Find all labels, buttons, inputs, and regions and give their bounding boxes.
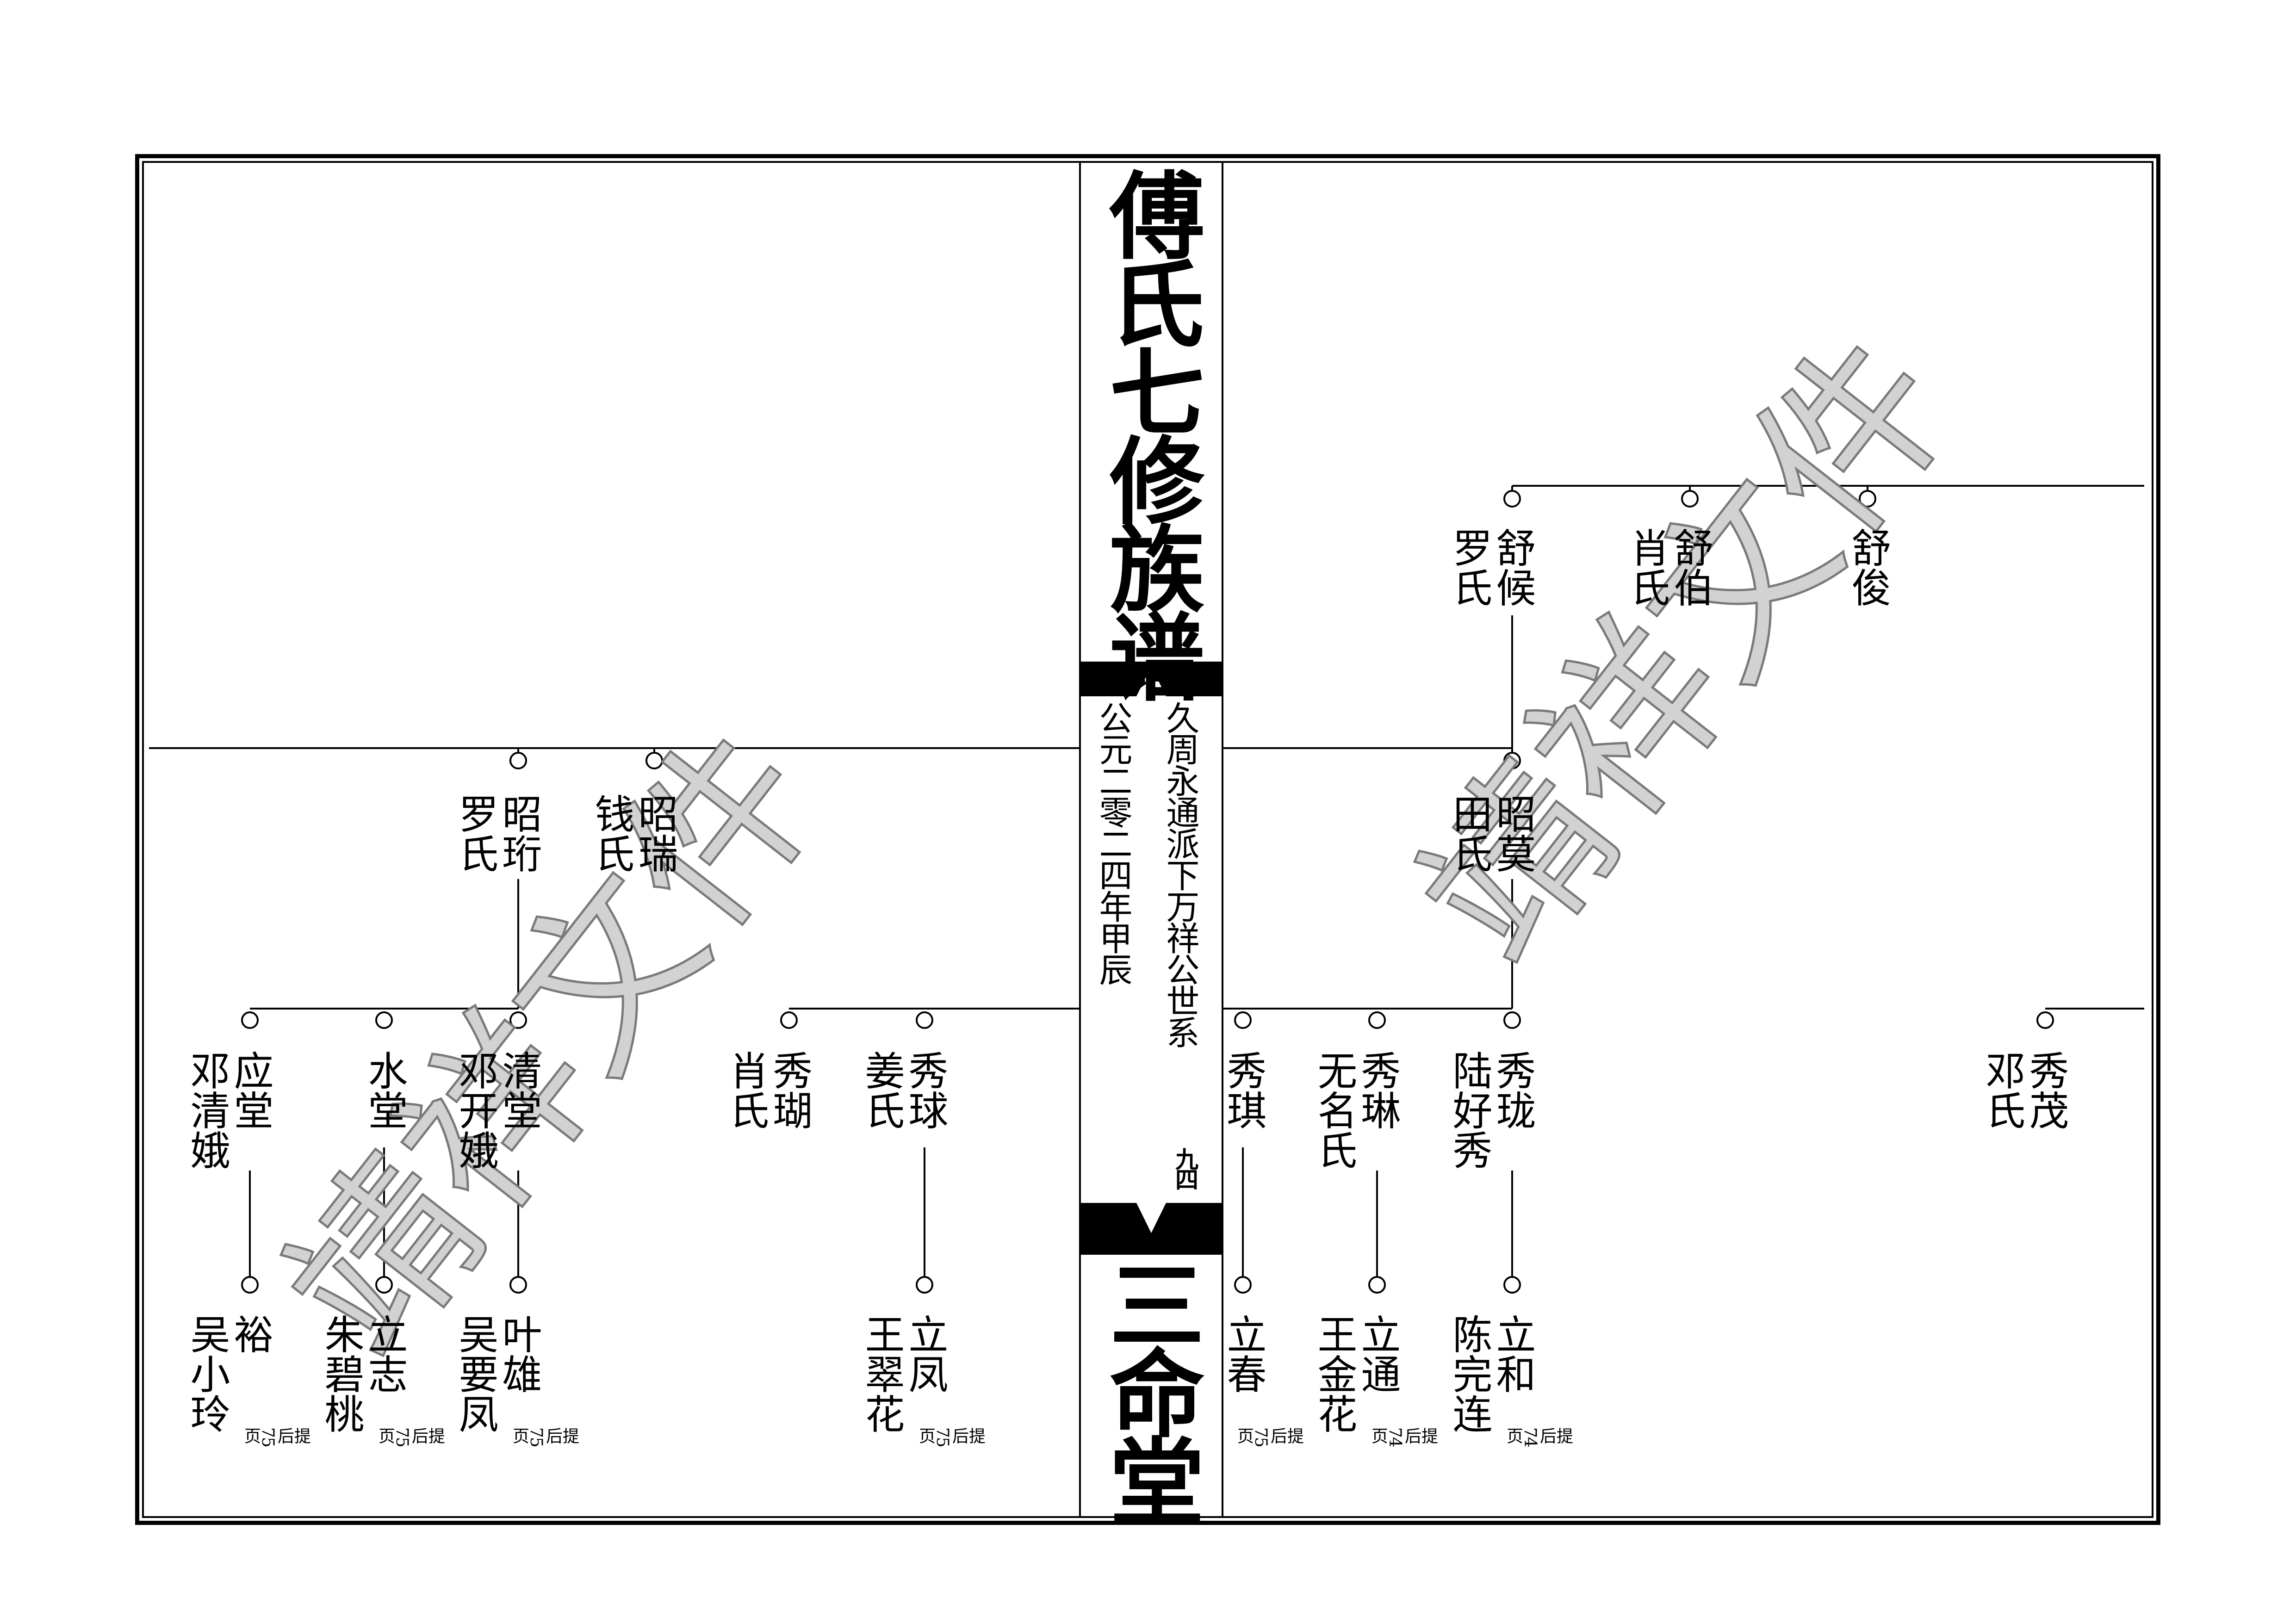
- spouse-ye-xiong: 吴要凤: [452, 1314, 498, 1433]
- person-li-chun: 立春: [1220, 1314, 1266, 1394]
- hall-name: 三命堂: [1093, 1256, 1204, 1521]
- node-zhao-rui: [645, 752, 663, 769]
- spouse-xiu-long: 陆好秀: [1446, 1050, 1492, 1170]
- person-qing-tang: 清堂: [495, 1050, 541, 1130]
- person-ye-xiong: 叶雄: [495, 1314, 541, 1394]
- page-number: 九四: [1172, 1147, 1199, 1188]
- spouse-li-zhi: 朱碧桃: [317, 1314, 364, 1433]
- person-shu-jun: 舒俊: [1844, 527, 1891, 607]
- node-xiu-hu: [780, 1011, 798, 1029]
- node-qing-tang: [509, 1011, 527, 1029]
- book-title: 傅氏七修族谱: [1093, 167, 1204, 697]
- person-ying-tang: 应堂: [227, 1050, 273, 1130]
- person-li-zhi: 立志: [361, 1314, 407, 1394]
- node-li-feng: [916, 1276, 933, 1294]
- person-xiu-qi: 秀琪: [1220, 1050, 1266, 1130]
- person-li-tong: 立通: [1354, 1314, 1400, 1394]
- node-xiu-qiu: [916, 1011, 933, 1029]
- page-outer-border: [135, 154, 2160, 1525]
- node-ying-tang: [241, 1011, 259, 1029]
- node-xiu-qi: [1234, 1011, 1252, 1029]
- node-yu: [241, 1276, 259, 1294]
- book-spine: [1079, 161, 1223, 1518]
- page-inner-border: [142, 161, 2153, 1518]
- person-li-feng: 立凤: [901, 1314, 948, 1394]
- node-zhao-mo: [1503, 752, 1521, 769]
- node-ye-xiong: [509, 1276, 527, 1294]
- lineage-text: 久周永通派下万祥公世系: [1160, 701, 1199, 1047]
- person-xiu-long: 秀珑: [1489, 1050, 1535, 1130]
- node-xiu-lin: [1368, 1011, 1386, 1029]
- spouse-yu: 吴小玲: [183, 1314, 230, 1433]
- spouse-zhao-mo: 田氏: [1446, 793, 1492, 873]
- person-shu-bo: 舒伯: [1667, 527, 1713, 607]
- person-yu: 裕: [227, 1314, 273, 1354]
- person-zhao-mo: 昭莫: [1489, 793, 1535, 873]
- spine-band-bottom: [1081, 1203, 1222, 1255]
- node-zhao-heng: [509, 752, 527, 769]
- node-shui-tang: [375, 1011, 393, 1029]
- node-shu-bo: [1681, 490, 1699, 508]
- person-zhao-rui: 昭瑞: [631, 793, 677, 873]
- person-shui-tang: 水堂: [361, 1050, 407, 1130]
- node-xiu-long: [1503, 1011, 1521, 1029]
- spouse-xiu-lin: 无名氏: [1310, 1050, 1357, 1170]
- year-text: 公元二零二四年甲辰: [1093, 701, 1132, 984]
- node-li-tong: [1368, 1276, 1386, 1294]
- node-xiu-mao: [2036, 1011, 2054, 1029]
- node-li-chun: [1234, 1276, 1252, 1294]
- spine-band-top: [1081, 662, 1222, 696]
- spouse-qing-tang: 邓开娥: [452, 1050, 498, 1170]
- node-shu-hou: [1503, 490, 1521, 508]
- node-li-zhi: [375, 1276, 393, 1294]
- person-xiu-mao: 秀茂: [2022, 1050, 2068, 1130]
- spouse-zhao-rui: 钱氏: [588, 793, 634, 873]
- spouse-xiu-hu: 肖氏: [722, 1050, 769, 1130]
- spouse-shu-bo: 肖氏: [1623, 527, 1669, 607]
- spouse-li-feng: 王翠花: [858, 1314, 904, 1433]
- node-shu-jun: [1859, 490, 1876, 508]
- spouse-zhao-heng: 罗氏: [452, 793, 498, 873]
- spouse-xiu-qiu: 姜氏: [858, 1050, 904, 1130]
- person-shu-hou: 舒候: [1489, 527, 1535, 607]
- node-li-he: [1503, 1276, 1521, 1294]
- spouse-shu-hou: 罗氏: [1446, 527, 1492, 607]
- person-xiu-lin: 秀琳: [1354, 1050, 1400, 1130]
- person-li-he: 立和: [1489, 1314, 1535, 1394]
- spouse-li-tong: 王金花: [1310, 1314, 1357, 1433]
- person-xiu-qiu: 秀球: [901, 1050, 948, 1130]
- person-zhao-heng: 昭珩: [495, 793, 541, 873]
- person-xiu-hu: 秀瑚: [766, 1050, 812, 1130]
- spouse-ying-tang: 邓清娥: [183, 1050, 230, 1170]
- spouse-xiu-mao: 邓氏: [1979, 1050, 2025, 1130]
- spouse-li-he: 陈完连: [1446, 1314, 1492, 1433]
